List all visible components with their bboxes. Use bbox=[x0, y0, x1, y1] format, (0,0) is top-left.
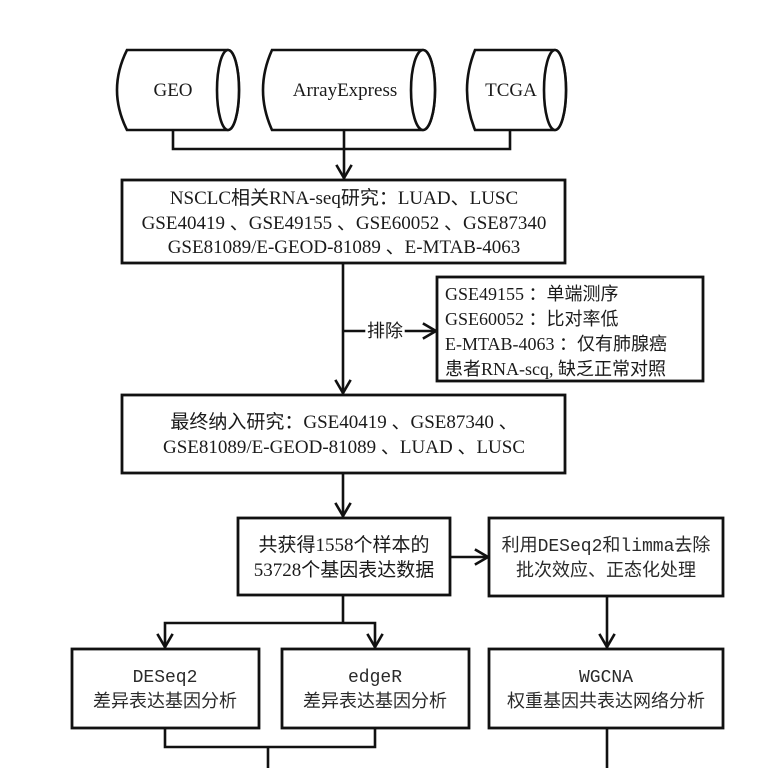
preprocessing-line: 批次效应、正态化处理 bbox=[516, 560, 696, 582]
arrowhead-down-icon bbox=[335, 164, 353, 181]
exclusion-reason: GSE60052 ：比对率低 bbox=[445, 309, 619, 329]
source-label-tcga: TCGA bbox=[485, 80, 537, 101]
cylinder-end-geo bbox=[215, 48, 241, 132]
exclusion-reason: GSE49155 ：单端测序 bbox=[445, 284, 619, 304]
preprocessing-box: 利用DESeq2和limma去除 批次效应、正态化处理 bbox=[487, 516, 725, 598]
wgcna-title: WGCNA bbox=[579, 668, 633, 688]
included-studies-line: GSE81089/E-GEOD-81089 、LUAD 、LUSC bbox=[163, 437, 525, 458]
edger-subtitle: 差异表达基因分析 bbox=[303, 691, 447, 713]
deseq2-box: DESeq2 差异表达基因分析 bbox=[70, 647, 261, 730]
exclusion-reason: 患者RNA-scq, 缺乏正常对照 bbox=[445, 359, 666, 379]
candidate-studies-line: GSE40419 、GSE49155 、GSE60052 、GSE87340 bbox=[142, 213, 547, 234]
connector-deg-merge bbox=[163, 727, 377, 768]
exclusion-reason: E-MTAB-4063 ：仅有肺腺癌 bbox=[445, 334, 667, 354]
arrowhead-down-icon bbox=[598, 633, 616, 650]
expression-data-line: 53728个基因表达数据 bbox=[254, 559, 435, 581]
candidate-studies-line: GSE81089/E-GEOD-81089 、E-MTAB-4063 bbox=[168, 237, 521, 258]
candidate-studies-line: NSCLC相关RNA-seq研究：LUAD、LUSC bbox=[170, 187, 518, 209]
exclusion-label: 排除 bbox=[367, 321, 403, 341]
connector-expression-split bbox=[163, 594, 377, 649]
wgcna-subtitle: 权重基因共表达网络分析 bbox=[507, 691, 705, 713]
preprocessing-line: 利用DESeq2和limma去除 bbox=[502, 535, 711, 557]
wgcna-box: WGCNA 权重基因共表达网络分析 bbox=[487, 647, 725, 730]
included-studies-box: 最终纳入研究：GSE40419 、GSE87340 、 GSE81089/E-G… bbox=[120, 393, 567, 475]
edger-box: edgeR 差异表达基因分析 bbox=[280, 647, 471, 730]
arrowhead-down-icon bbox=[334, 502, 352, 519]
cylinder-end-arrayexpress bbox=[409, 48, 437, 132]
source-arrayexpress: ArrayExpress bbox=[261, 48, 437, 132]
connector-sources-merge bbox=[171, 129, 512, 151]
arrowhead-down-icon bbox=[366, 633, 384, 650]
expression-data-line: 共获得1558个样本的 bbox=[258, 534, 429, 556]
exclusion-box: GSE49155 ：单端测序 GSE60052 ：比对率低 E-MTAB-406… bbox=[435, 275, 705, 383]
source-label-arrayexpress: ArrayExpress bbox=[293, 80, 397, 101]
deseq2-subtitle: 差异表达基因分析 bbox=[93, 691, 237, 713]
arrowhead-down-icon bbox=[156, 633, 174, 650]
expression-data-box: 共获得1558个样本的 53728个基因表达数据 bbox=[236, 516, 452, 597]
candidate-studies-box: NSCLC相关RNA-seq研究：LUAD、LUSC GSE40419 、GSE… bbox=[120, 178, 567, 265]
included-studies-line: 最终纳入研究：GSE40419 、GSE87340 、 bbox=[170, 411, 517, 433]
cylinder-end-tcga bbox=[542, 48, 568, 132]
edger-title: edgeR bbox=[348, 668, 402, 688]
source-tcga: TCGA bbox=[465, 48, 568, 132]
source-label-geo: GEO bbox=[153, 80, 192, 101]
deseq2-title: DESeq2 bbox=[133, 668, 198, 688]
source-geo: GEO bbox=[115, 48, 241, 132]
arrowhead-down-icon bbox=[334, 379, 352, 396]
